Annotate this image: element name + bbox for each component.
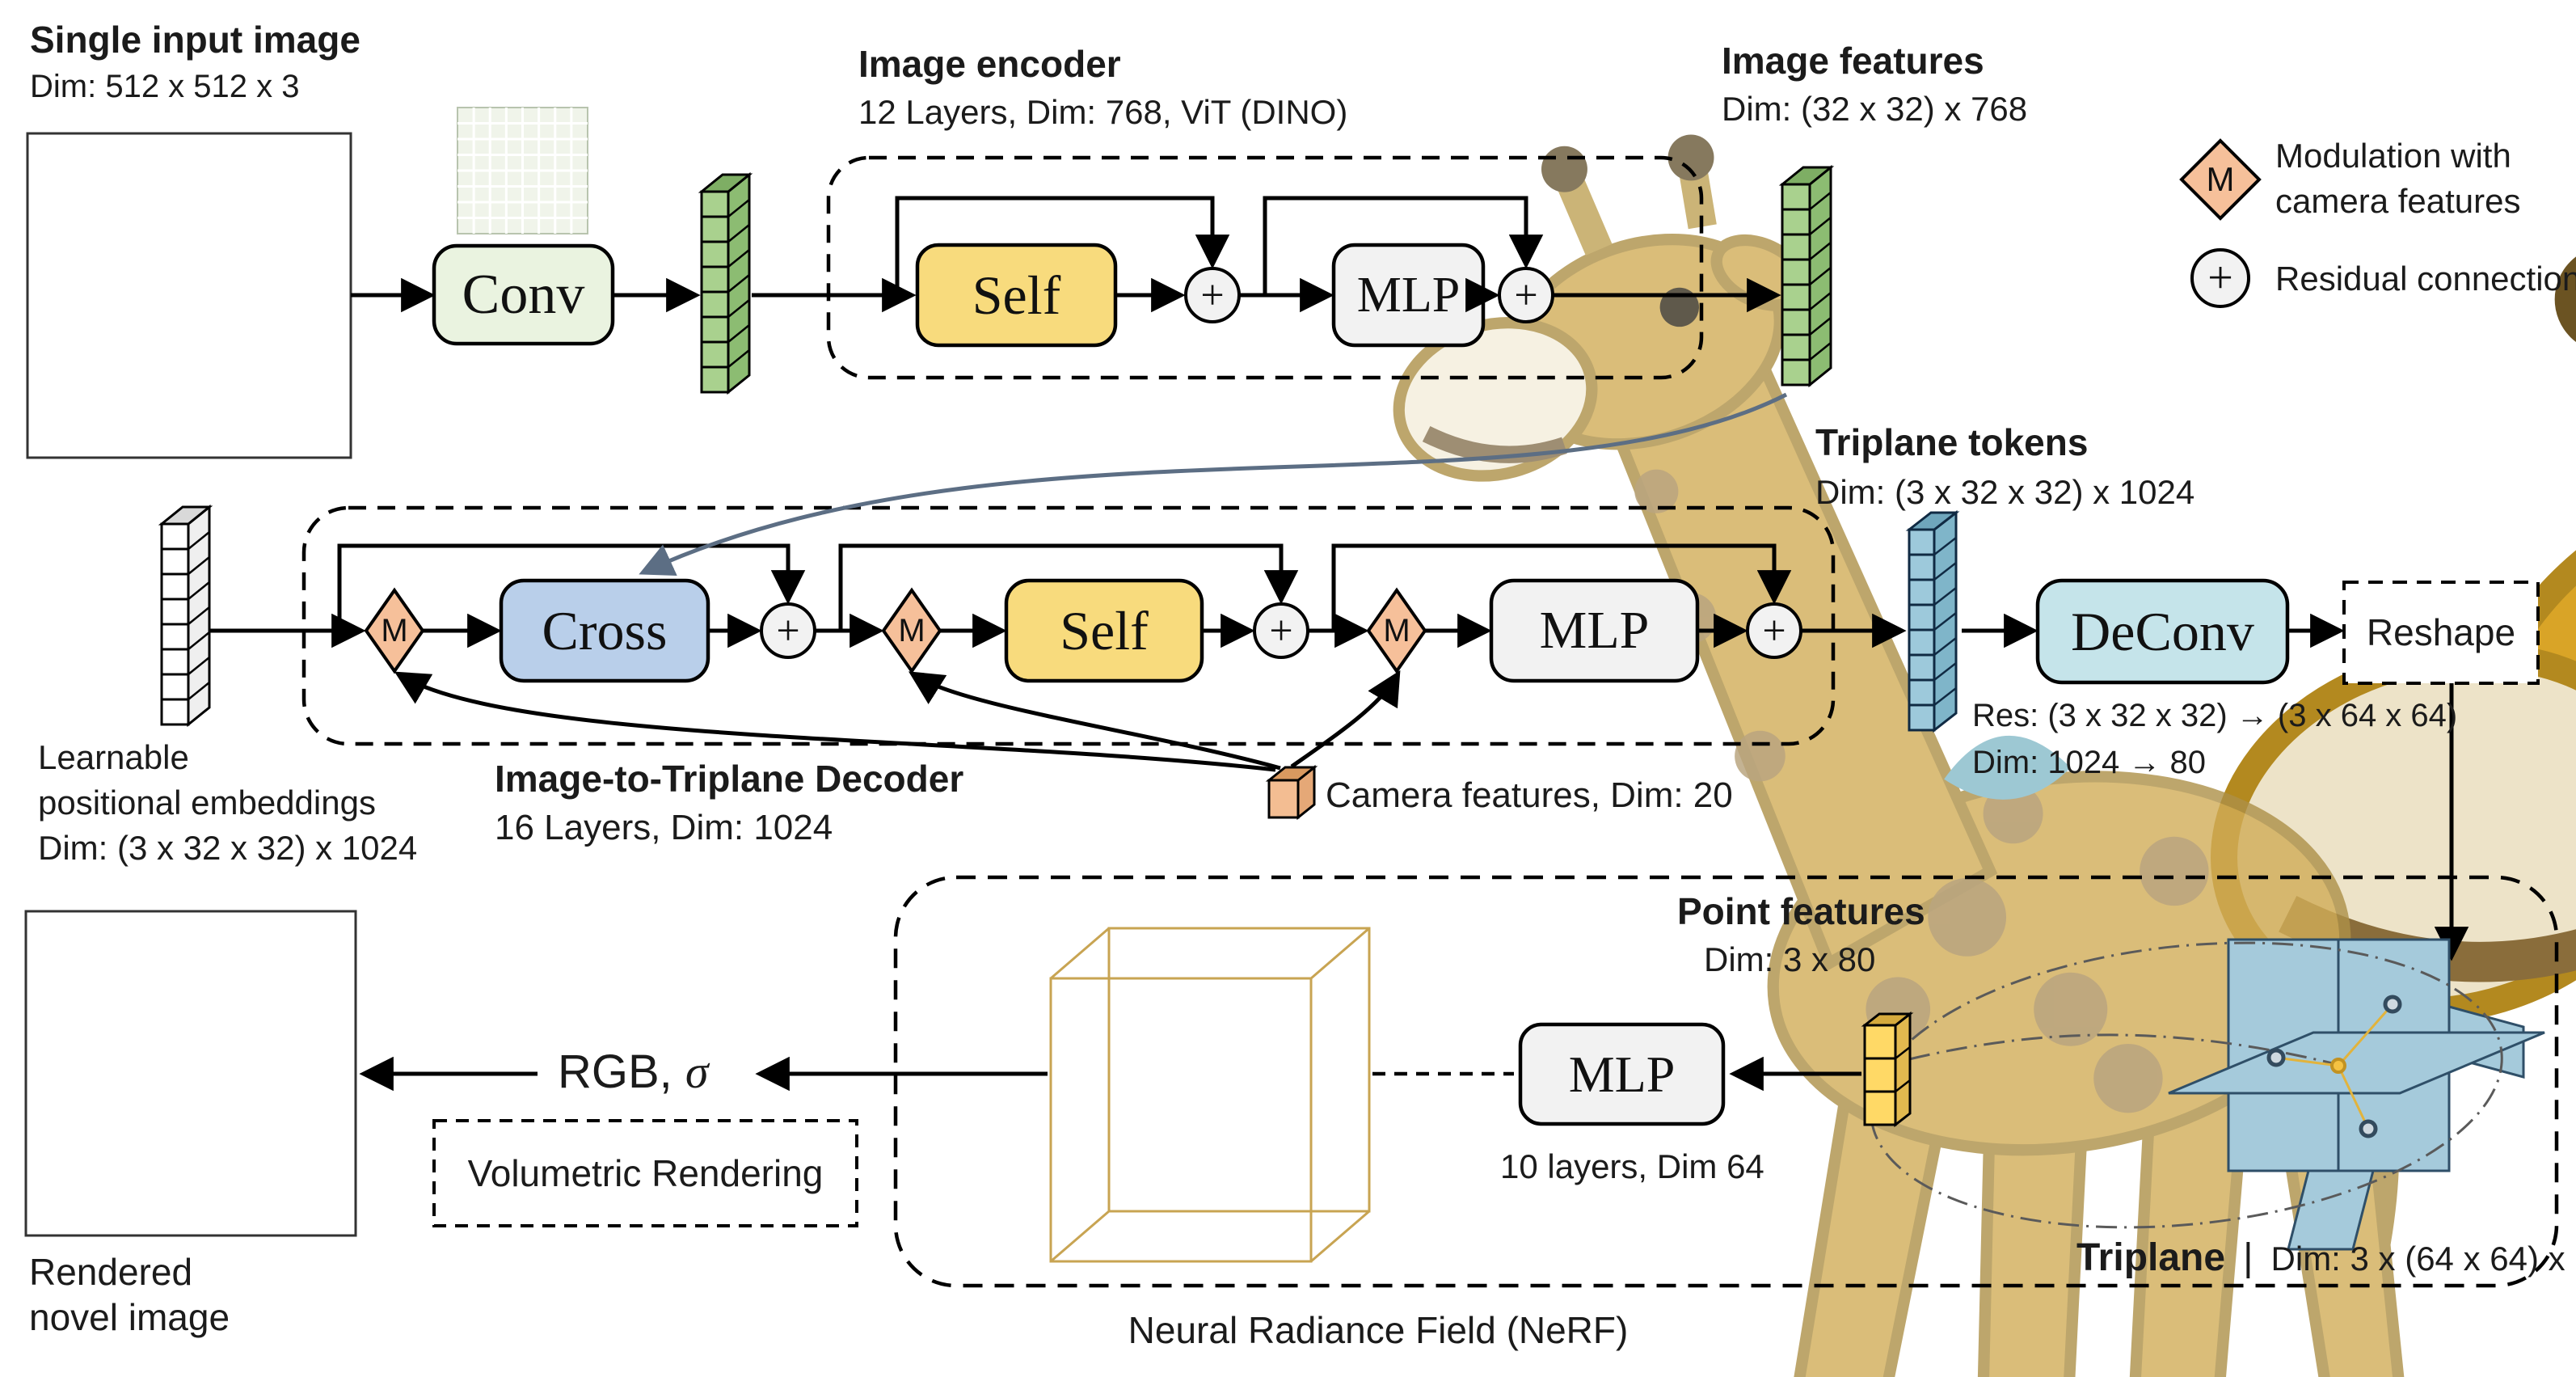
deconv-dim: Dim: 1024 → 80 — [1972, 745, 2207, 780]
image-encoder-box — [826, 155, 1704, 380]
token-stacks — [158, 164, 1960, 1128]
image-encoder-title: Image encoder — [858, 43, 1121, 85]
encoder-mlp-label: MLP — [1356, 267, 1461, 323]
pos-embed-line2: positional embeddings — [38, 784, 376, 822]
image-features-to-cross-arrow — [639, 392, 1788, 577]
decoder-cross-label: Cross — [542, 599, 668, 661]
image-feature-stack — [1778, 164, 1835, 388]
image-encoder-subtitle: 12 Layers, Dim: 768, ViT (DINO) — [858, 93, 1348, 131]
triplane-depth-plane-front — [2287, 1169, 2375, 1251]
reshape-label: Reshape — [2366, 611, 2516, 654]
flow-arrows — [192, 196, 2469, 1092]
triplane-decoder-box — [301, 505, 1836, 746]
nerf-mlp-subtitle: 10 layers, Dim 64 — [1500, 1147, 1764, 1185]
nerf-mlp-label: MLP — [1568, 1045, 1676, 1103]
patch-feature-stack — [698, 171, 753, 395]
plus-node-2: + — [1514, 272, 1538, 319]
camera-features-label: Camera features, Dim: 20 — [1326, 775, 1733, 815]
nerf-wireframe-cube — [1049, 927, 1371, 1263]
point-features-title: Point features — [1677, 890, 1925, 932]
nerf-box — [893, 875, 2559, 1288]
triplane-caption: Triplane | Dim: 3 x (64 x 64) x 80 — [2076, 1235, 2576, 1282]
input-image-dim: Dim: 512 x 512 x 3 — [30, 69, 300, 104]
sampling-ellipse — [1870, 941, 2503, 1229]
deconv-res: Res: (3 x 32 x 32) → (3 x 64 x 64) — [1972, 698, 2458, 733]
m-node-2: M — [898, 612, 925, 648]
rendered-image-frame — [24, 910, 357, 1237]
legend-modulation-line2: camera features — [2275, 182, 2521, 220]
triplane-illustration — [1870, 938, 2545, 1251]
modulation-diamonds — [364, 138, 2262, 674]
legend-plus-symbol: + — [2207, 253, 2233, 303]
triplane-sample-points — [2266, 995, 2402, 1138]
m-node-1: M — [381, 612, 408, 648]
sigma-symbol: σ — [685, 1045, 709, 1098]
decoder-self-label: Self — [1060, 599, 1149, 661]
plus-node-5: + — [1762, 607, 1786, 654]
volumetric-rendering-box — [432, 1119, 858, 1227]
pos-embed-line3: Dim: (3 x 32 x 32) x 1024 — [38, 829, 418, 867]
point-feature-stack — [1861, 1011, 1914, 1128]
pos-embed-line1: Learnable — [38, 738, 189, 776]
decoder-mlp-label: MLP — [1539, 601, 1650, 660]
deconv-label: DeConv — [2071, 600, 2254, 662]
legend-modulation-line1: Modulation with — [2275, 137, 2511, 175]
conv-label: Conv — [462, 263, 585, 326]
nerf-label: Neural Radiance Field (NeRF) — [1128, 1309, 1629, 1351]
rendered-title-line2: novel image — [29, 1296, 230, 1338]
legend-residual-label: Residual connection — [2275, 260, 2576, 298]
triplane-horizontal-plane — [2168, 1031, 2545, 1095]
triplane-caption-word: Triplane — [2076, 1236, 2226, 1279]
triplane-caption-divider: | — [2243, 1236, 2253, 1279]
rgb-prefix: RGB, — [558, 1045, 685, 1098]
triplane-tokens-dim: Dim: (3 x 32 x 32) x 1024 — [1815, 473, 2195, 511]
image-features-dim: Dim: (32 x 32) x 768 — [1722, 90, 2028, 128]
decoder-title: Image-to-Triplane Decoder — [495, 758, 964, 800]
input-image-title: Single input image — [30, 19, 360, 61]
reshape-box — [2342, 581, 2540, 685]
legend-m-symbol: M — [2206, 160, 2235, 198]
rendered-title-line1: Rendered — [29, 1251, 193, 1293]
pos-embed-stack — [158, 504, 213, 728]
point-features-dim: Dim: 3 x 80 — [1704, 940, 1876, 978]
triplane-token-stack — [1905, 509, 1960, 733]
triplane-caption-dim: Dim: 3 x (64 x 64) x 80 — [2270, 1240, 2576, 1278]
rgb-sigma-label: RGB, σ — [558, 1045, 709, 1100]
patch-grid-lines — [457, 108, 588, 234]
m-node-3: M — [1383, 612, 1410, 648]
image-features-title: Image features — [1722, 40, 1984, 82]
plus-node-4: + — [1269, 607, 1293, 654]
triplane-sample-connectors — [2275, 1003, 2394, 1130]
triplane-tokens-title: Triplane tokens — [1815, 421, 2089, 463]
plus-node-1: + — [1200, 272, 1225, 319]
nerf-mlp-box — [1518, 1022, 1726, 1126]
decoder-subtitle: 16 Layers, Dim: 1024 — [495, 808, 833, 847]
encoder-self-label: Self — [972, 264, 1061, 326]
volumetric-rendering-label: Volumetric Rendering — [467, 1151, 824, 1194]
camera-feature-cube — [1265, 764, 1318, 821]
patchified-image — [457, 107, 2406, 1377]
input-image-frame — [26, 132, 352, 459]
plus-node-3: + — [776, 607, 800, 654]
